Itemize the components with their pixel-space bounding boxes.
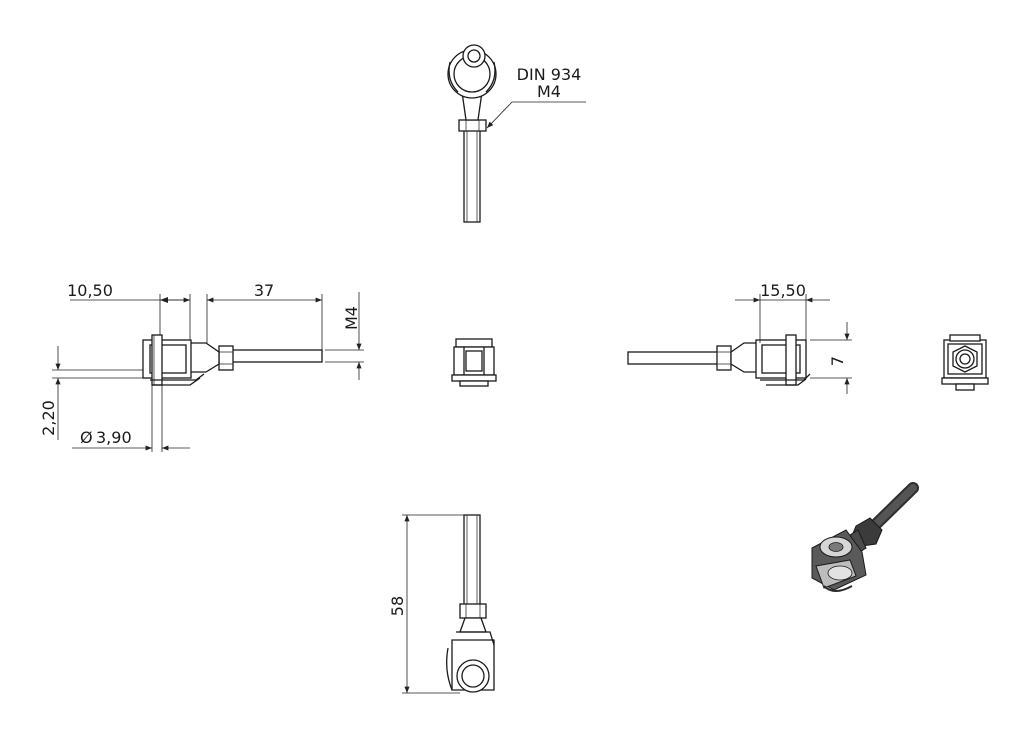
bottom-view: 58	[388, 514, 495, 694]
dim-37: 37	[254, 281, 274, 300]
front-view-pin	[151, 334, 163, 386]
dim-10-50: 10,50	[67, 281, 113, 300]
top-view-nut	[458, 119, 487, 132]
top-view	[447, 44, 497, 223]
right-view-pin	[785, 334, 797, 386]
end-view	[941, 334, 989, 391]
front-view-neck	[189, 342, 220, 373]
right-view: 15,50 7	[627, 281, 852, 394]
dim-m4: M4	[342, 306, 361, 330]
dim-7: 7	[828, 356, 847, 366]
dim-15-50: 15,50	[760, 281, 806, 300]
front-view: 10,50 37 M4 2,20 Ø 3,90	[39, 281, 364, 452]
dim-3-90: 3,90	[96, 428, 132, 447]
side-view-pin-head	[455, 338, 493, 348]
front-view-clevis-body	[142, 339, 192, 379]
side-view-clip	[451, 374, 497, 382]
bottom-view-nut	[459, 603, 487, 619]
bottom-view-rod	[463, 514, 481, 606]
front-view-nut	[218, 345, 234, 371]
front-view-rod	[231, 349, 323, 363]
callout-line1: DIN 934	[517, 65, 582, 84]
front-view-clip	[150, 373, 205, 381]
right-view-clevis-body	[755, 339, 807, 379]
top-view-rod	[463, 127, 481, 223]
isometric-view	[811, 482, 919, 592]
right-view-nut	[716, 345, 732, 371]
dim-diameter-symbol: Ø	[80, 428, 93, 447]
dim-58: 58	[388, 596, 407, 616]
side-view-left	[451, 338, 497, 387]
right-view-rod	[627, 351, 719, 365]
callout-line2: M4	[537, 82, 561, 101]
top-view-pin-head	[462, 44, 486, 68]
nut-callout: DIN 934 M4	[486, 65, 586, 129]
dim-2-20: 2,20	[39, 400, 58, 436]
